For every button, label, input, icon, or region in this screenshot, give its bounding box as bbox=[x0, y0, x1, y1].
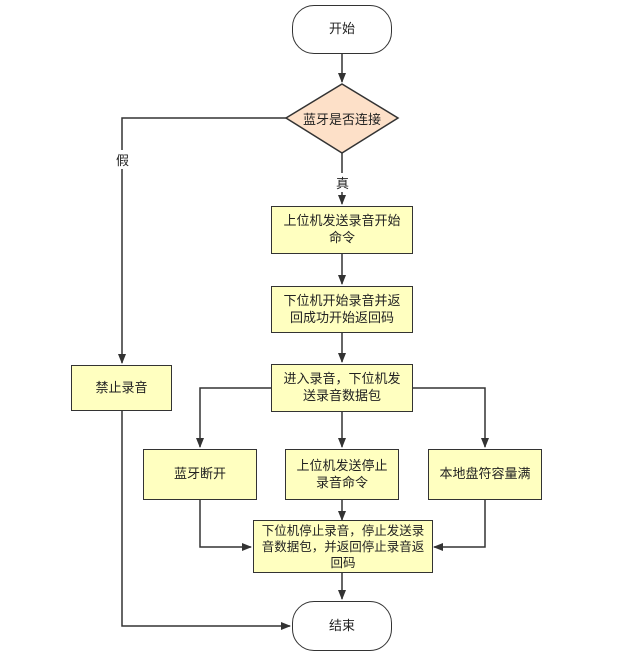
end-node: 结束 bbox=[292, 601, 392, 651]
edge-forbid-end bbox=[121, 411, 291, 630]
no-label: 假 bbox=[115, 150, 131, 169]
device-stop-node: 下位机停止录音，停止发送录音数据包，并返回停止录音返回码 bbox=[253, 520, 433, 573]
decision-label: 蓝牙是否连接 bbox=[302, 113, 381, 128]
edge-no bbox=[118, 117, 286, 364]
recording-node: 进入录音，下位机发送录音数据包 bbox=[271, 364, 413, 412]
edge-bt-stop bbox=[199, 500, 252, 551]
yes-label: 真 bbox=[335, 173, 351, 192]
bt-disconnect-node: 蓝牙断开 bbox=[143, 449, 257, 500]
host-send-stop-node: 上位机发送停止录音命令 bbox=[285, 449, 399, 500]
edge-disk-stop bbox=[433, 500, 486, 551]
edge-rec-disk bbox=[413, 387, 489, 448]
disk-full-node: 本地盘符容量满 bbox=[428, 449, 542, 500]
edge-rec-bt bbox=[196, 387, 271, 448]
device-start-return-node: 下位机开始录音并返回成功开始返回码 bbox=[271, 286, 413, 333]
host-send-start-node: 上位机发送录音开始命令 bbox=[271, 206, 413, 254]
start-node: 开始 bbox=[292, 5, 392, 54]
forbid-record-node: 禁止录音 bbox=[71, 365, 172, 411]
